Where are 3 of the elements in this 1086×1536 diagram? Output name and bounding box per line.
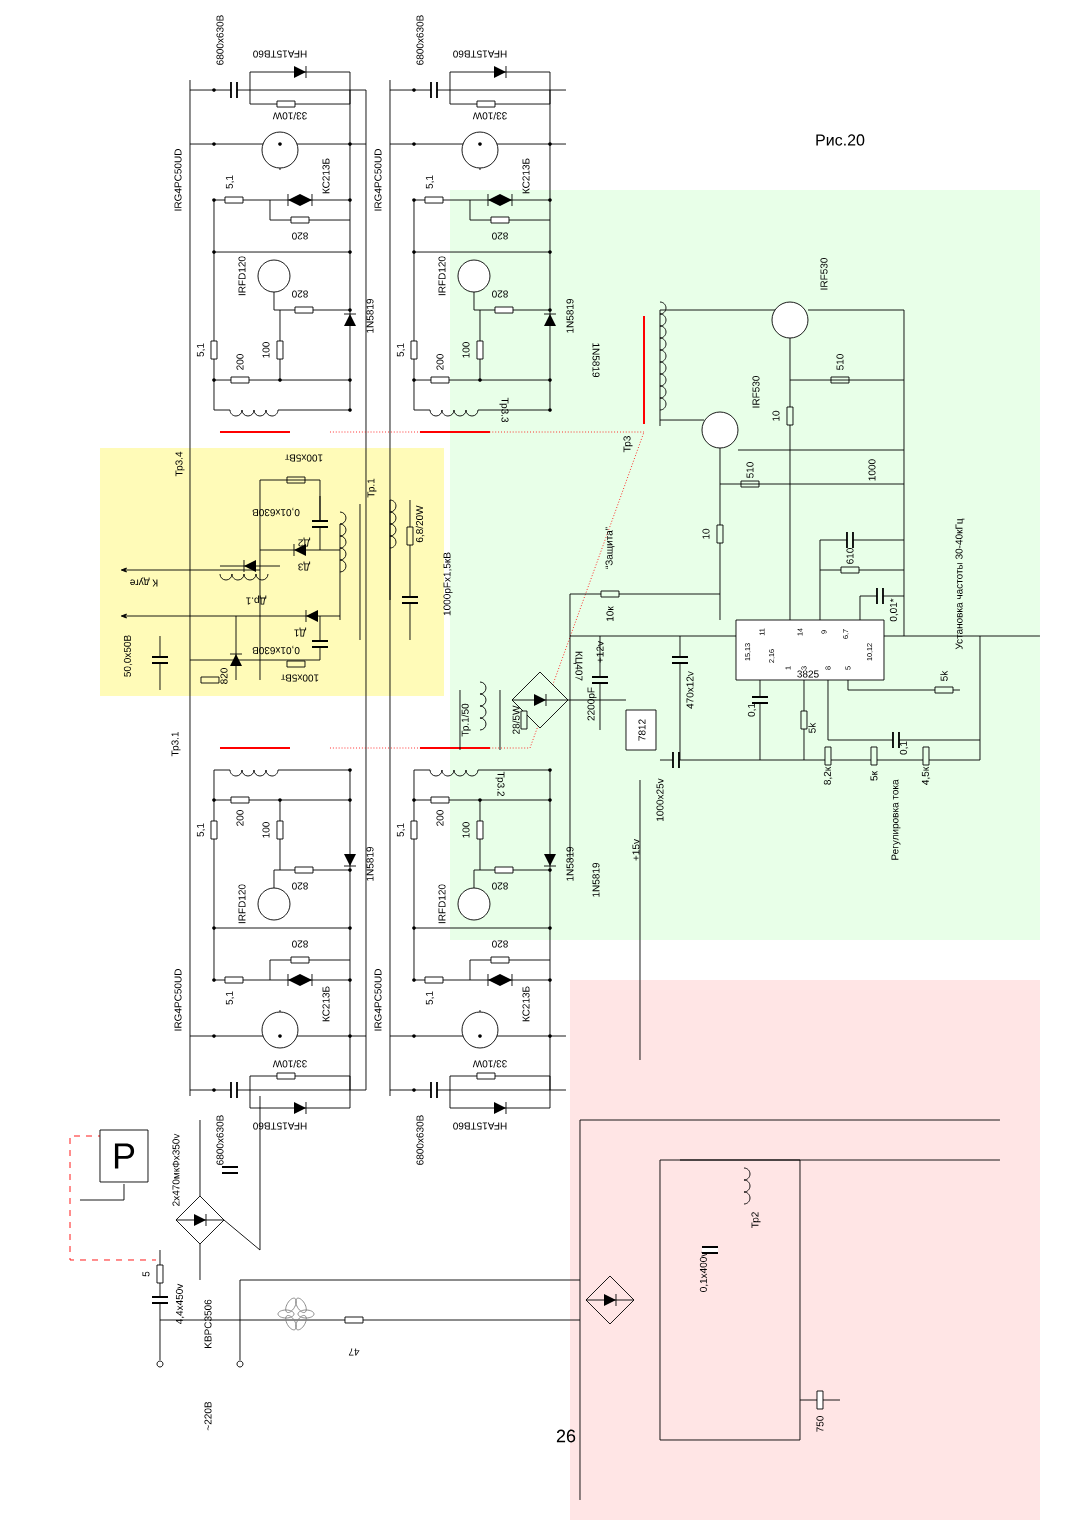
relay-box: P (99, 1129, 149, 1183)
page-number: 26 (556, 1429, 576, 1443)
figure-title: Рис.20 (816, 134, 865, 146)
